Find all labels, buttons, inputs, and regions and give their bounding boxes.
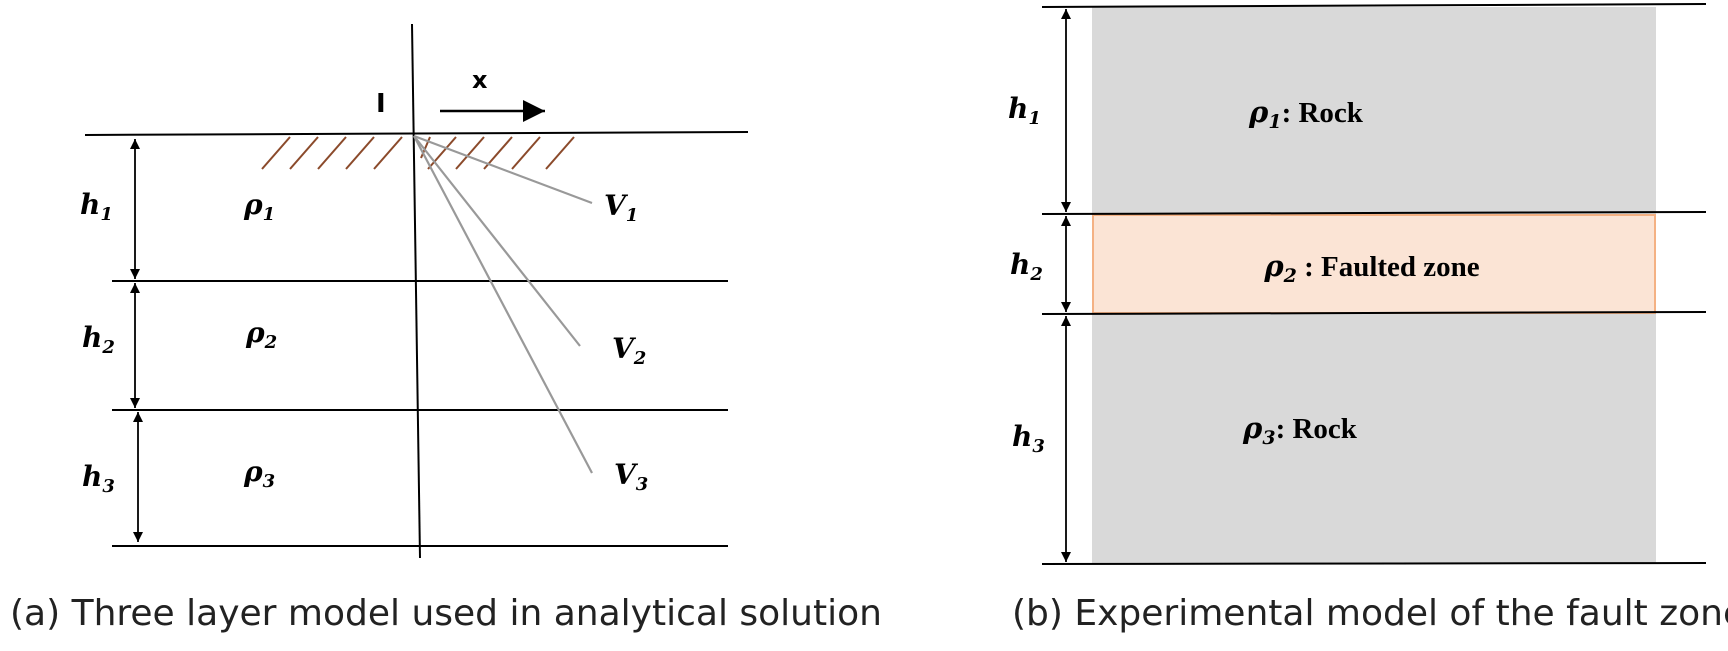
rock-layer-1 bbox=[1092, 7, 1656, 214]
fault-zone-layer bbox=[1092, 214, 1656, 314]
caption-b: (b) Experimental model of the fault zone bbox=[1012, 593, 1728, 634]
b-h1-label: h1 bbox=[1008, 92, 1041, 129]
source-label: I bbox=[376, 89, 386, 119]
potential-lines bbox=[413, 134, 593, 474]
fault-zone-label: ρ2 : Faulted zone bbox=[1263, 249, 1479, 287]
v3-label: V3 bbox=[614, 458, 648, 495]
boundary-2-3 bbox=[1041, 311, 1707, 315]
rock-layer-3 bbox=[1092, 314, 1656, 564]
caption-a: (a) Three layer model used in analytical… bbox=[10, 593, 882, 634]
panel-a: I x h1 h2 h3 ρ1 ρ2 ρ3 V1 V2 V3 bbox=[80, 23, 749, 559]
rho3-label: ρ3 bbox=[243, 455, 275, 492]
rho1-label: ρ1 bbox=[243, 188, 275, 225]
ground-hatching bbox=[261, 136, 575, 170]
potential-line-v3 bbox=[413, 135, 593, 474]
b-h3-label: h3 bbox=[1012, 420, 1045, 457]
h2-label: h2 bbox=[82, 321, 115, 358]
potential-line-v2 bbox=[413, 135, 581, 347]
rock-layer-1-label: ρ1: Rock bbox=[1248, 95, 1364, 133]
v1-label: V1 bbox=[604, 189, 638, 226]
h1-label: h1 bbox=[80, 188, 113, 225]
b-h2-label: h2 bbox=[1010, 248, 1043, 285]
vertical-axis-line bbox=[411, 23, 421, 559]
v2-label: V2 bbox=[612, 332, 646, 369]
potential-line-v1 bbox=[413, 134, 593, 205]
top-boundary bbox=[1041, 3, 1707, 8]
ground-surface-line bbox=[84, 131, 749, 136]
panel-b: h1 h2 h3 ρ1: Rock ρ2 : Faulted zone ρ3: … bbox=[1008, 3, 1707, 565]
bottom-boundary bbox=[1041, 562, 1707, 565]
boundary-1-2 bbox=[1041, 211, 1707, 215]
h3-label: h3 bbox=[82, 460, 115, 497]
rock-layer-3-label: ρ3: Rock bbox=[1242, 411, 1358, 449]
x-axis-label: x bbox=[472, 66, 488, 94]
rho2-label: ρ2 bbox=[245, 316, 277, 353]
